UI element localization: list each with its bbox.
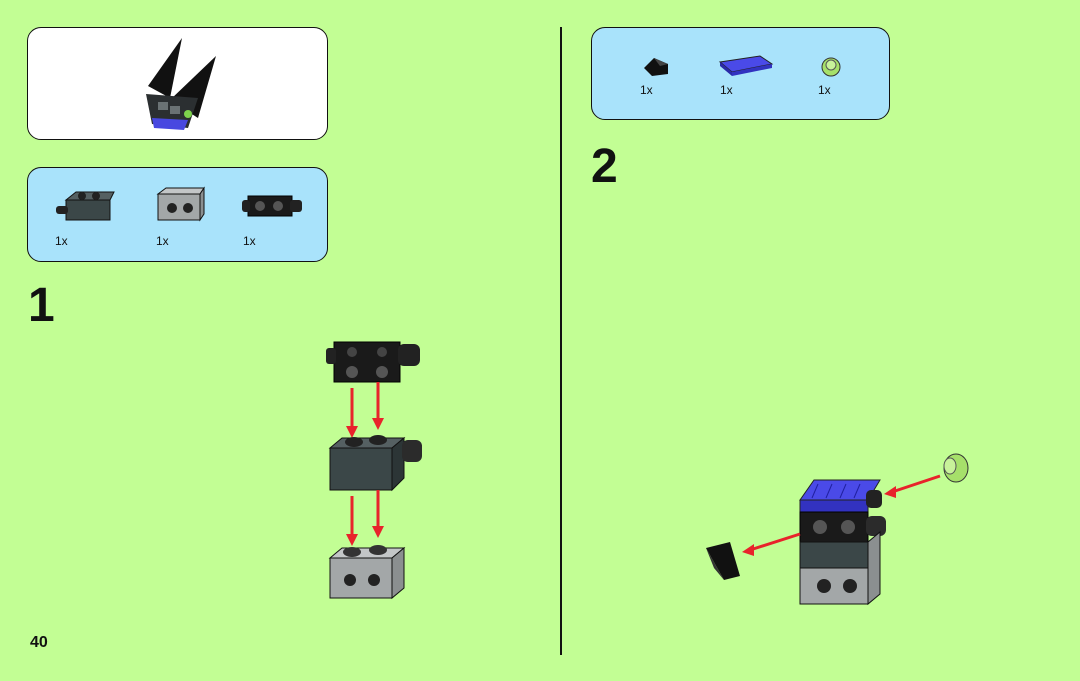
blue-grille-plate-icon <box>718 55 774 76</box>
arrow-icon <box>884 474 941 498</box>
step-2-assembly <box>706 453 969 606</box>
lime-round-plate-icon <box>821 57 841 77</box>
black-double-stud-clip-icon <box>326 341 420 383</box>
step-number: 1 <box>28 279 55 332</box>
part-qty: 1x <box>55 234 68 248</box>
arrow-icon <box>346 382 384 438</box>
light-gray-brick-studs-icon <box>328 545 406 600</box>
step-1-assembly <box>326 341 422 600</box>
page-number: 40 <box>30 634 48 651</box>
dark-gray-hinge-brick-icon <box>328 435 422 492</box>
light-gray-brick-studs-icon <box>156 186 205 222</box>
model-preview-box <box>27 27 328 140</box>
part-qty: 1x <box>720 83 733 97</box>
arrow-icon <box>742 532 801 556</box>
dark-gray-hinge-brick-icon <box>56 191 115 221</box>
arrow-icon <box>346 490 384 546</box>
part-qty: 1x <box>156 234 169 248</box>
black-double-stud-clip-icon <box>242 195 302 217</box>
step-number: 2 <box>591 140 618 193</box>
built-assembly <box>799 479 886 606</box>
part-qty: 1x <box>243 234 256 248</box>
batwing-model-icon <box>146 38 216 130</box>
lime-round-plate-icon <box>943 453 969 483</box>
page-divider <box>560 27 562 655</box>
part-qty: 1x <box>818 83 831 97</box>
black-slope-tile-icon <box>644 58 668 76</box>
parts-list-step-1: 1x 1x 1x <box>27 167 328 262</box>
parts-list-step-2: 1x 1x 1x <box>591 27 890 120</box>
black-slope-tile-icon <box>706 542 740 580</box>
part-qty: 1x <box>640 83 653 97</box>
